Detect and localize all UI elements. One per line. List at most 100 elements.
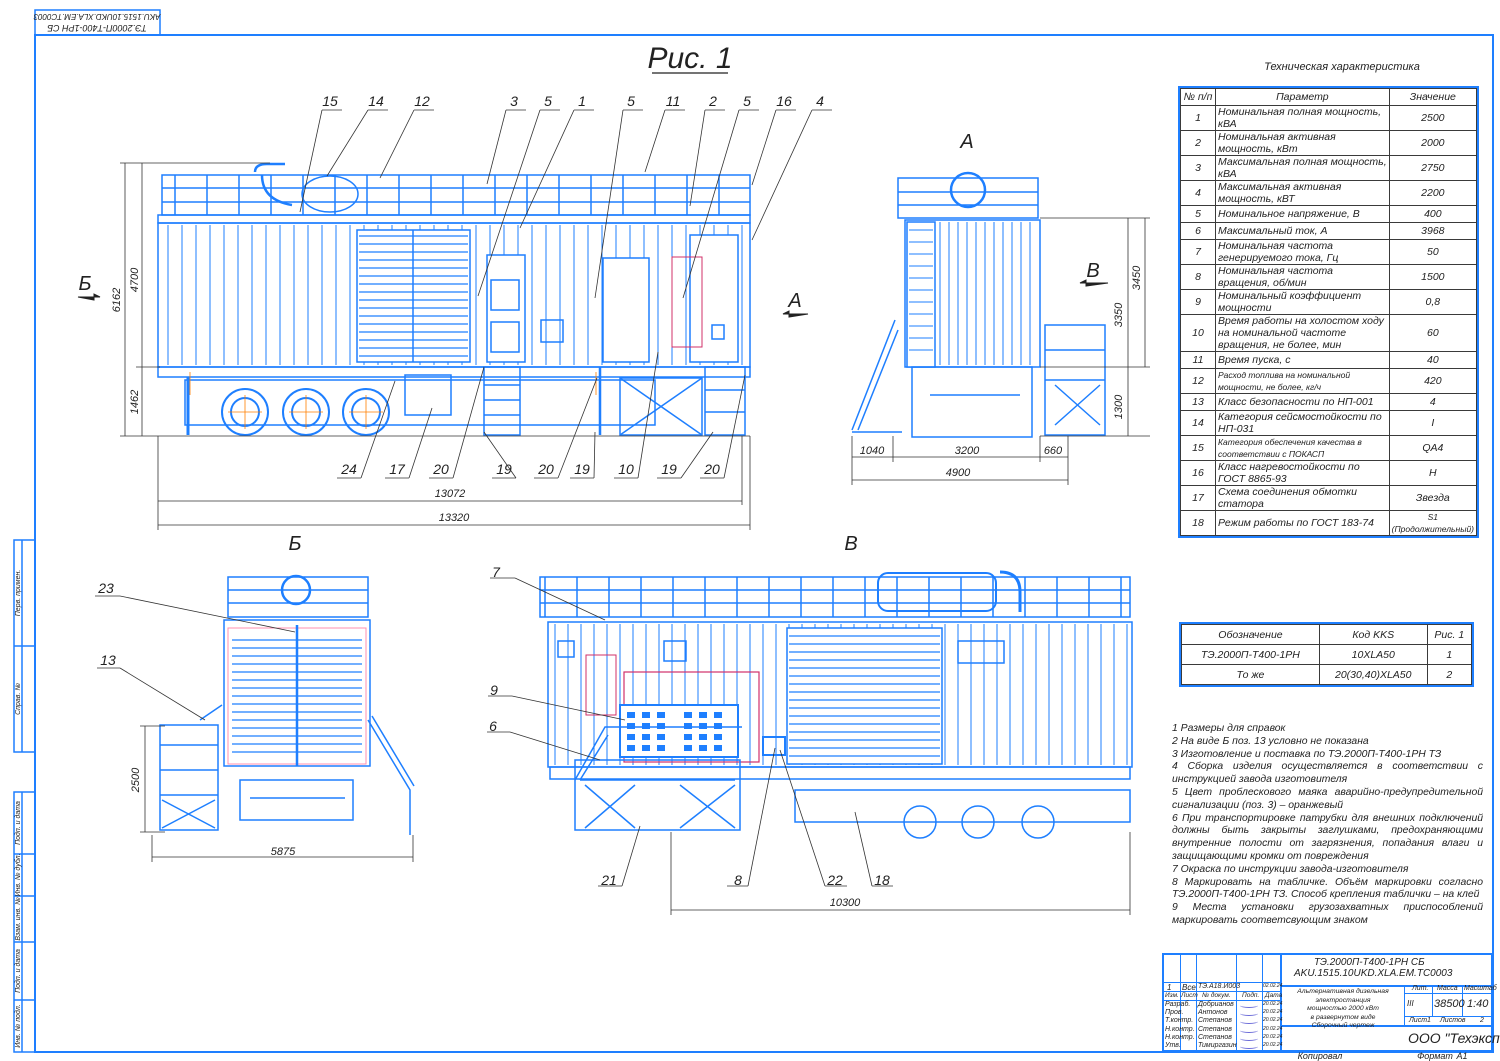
kks-header-code: Код KKS — [1318, 624, 1428, 645]
tech-cell-param: Класс нагревостойкости по ГОСТ 8865-93 — [1215, 460, 1390, 486]
tech-cell-param: Время пуска, с — [1215, 351, 1390, 369]
tech-cell-n: 5 — [1180, 205, 1216, 223]
dim-10300: 10300 — [830, 897, 861, 909]
tech-cell-n: 17 — [1180, 485, 1216, 511]
view-b-label: Б — [288, 533, 301, 555]
callout-22: 22 — [826, 872, 843, 888]
dim-1300: 1300 — [1113, 394, 1125, 419]
tech-cell-n: 18 — [1180, 510, 1216, 536]
sheet-value: 1 — [1427, 1017, 1431, 1024]
copied-label: Копировал — [1298, 1051, 1343, 1061]
view-a-label: А — [959, 131, 973, 153]
signer-role: Н.контр. — [1165, 1033, 1195, 1041]
tech-cell-value: 0,8 — [1388, 289, 1478, 315]
signer-name: Добрианов — [1198, 1001, 1234, 1008]
side-strip-label: Подп. и дата — [14, 949, 22, 993]
view-b — [159, 574, 415, 835]
signer-date: 20.02.24 — [1263, 1001, 1283, 1007]
signer-date: 20.02.24 — [1263, 1025, 1283, 1032]
callout-17: 17 — [389, 461, 406, 477]
callout-20: 20 — [432, 461, 449, 477]
title-block: ТЭ.2000П-Т400-1РН СБ AKU.1515.10UKD.XLA.… — [1162, 953, 1500, 1052]
dim-3350: 3350 — [1113, 302, 1125, 327]
callout-5: 5 — [544, 93, 552, 109]
mass-label: Масса — [1437, 985, 1458, 992]
signer-date: 20.02.24 — [1263, 1033, 1283, 1040]
kks-table: Обозначение Код KKS Рис. 1 ТЭ.2000П-Т400… — [1179, 622, 1474, 687]
tech-cell-n: 4 — [1180, 180, 1216, 206]
callout-15: 15 — [322, 93, 338, 109]
callout-24: 24 — [340, 461, 357, 477]
side-strip-label: Перв. примен. — [15, 570, 22, 617]
signer-role: Н.контр. — [1165, 1025, 1195, 1033]
signature-icon — [1240, 1011, 1258, 1017]
tech-cell-n: 12 — [1180, 368, 1216, 394]
lit-label: Лит. — [1412, 985, 1429, 992]
tech-cell-value: QA4 — [1388, 435, 1478, 461]
tech-cell-param: Максимальный ток, А — [1215, 222, 1390, 240]
mass-value: 38500 — [1434, 998, 1465, 1010]
tech-cell-n: 8 — [1180, 264, 1216, 290]
callout-16: 16 — [776, 93, 792, 109]
dim-660: 660 — [1044, 445, 1063, 457]
tech-cell-value: Звезда — [1388, 485, 1478, 511]
side-strip-label: Подп. и дата — [14, 801, 22, 845]
callout-2: 2 — [708, 93, 717, 109]
section-mark-v: В — [1086, 260, 1099, 282]
note-item: 1 Размеры для справок — [1172, 723, 1286, 734]
tech-header-n: № п/п — [1180, 88, 1216, 106]
format-label: Формат — [1417, 1051, 1453, 1061]
signature-icon — [1240, 1044, 1258, 1049]
kks-designation: То же — [1181, 664, 1320, 685]
callout-4: 4 — [816, 93, 824, 109]
tech-cell-param: Категория сейсмостойкости по НП-031 — [1215, 410, 1390, 436]
note-item: 6 При транспортировке патрубки для внешн… — [1172, 812, 1483, 862]
tech-cell-n: 15 — [1180, 435, 1216, 461]
signature-icon — [1240, 1003, 1258, 1008]
col-sign: Подп. — [1242, 992, 1260, 999]
scale-label: Масштаб — [1464, 985, 1497, 992]
product-name-line: мощностью 2000 кВт — [1307, 1005, 1379, 1012]
signer-role: Т.контр. — [1165, 1017, 1194, 1025]
tech-cell-n: 3 — [1180, 155, 1216, 181]
tech-cell-param: Максимальная полная мощность, кВА — [1215, 155, 1390, 181]
callout-1: 1 — [578, 93, 586, 109]
dim-1462: 1462 — [129, 390, 141, 414]
callout-20: 20 — [537, 461, 554, 477]
signer-name: Степанов — [1198, 1017, 1232, 1025]
view-v — [539, 570, 1133, 839]
tech-cell-value: 1500 — [1388, 264, 1478, 290]
tech-cell-value: H — [1388, 460, 1478, 486]
callout-19: 19 — [661, 461, 677, 477]
tech-cell-n: 1 — [1180, 105, 1216, 131]
dim-4700: 4700 — [129, 267, 141, 292]
kks-designation: ТЭ.2000П-Т400-1РН — [1181, 644, 1320, 665]
dim-2500: 2500 — [130, 767, 142, 793]
product-name-line: Альтернативная дизельная электростанция — [1297, 988, 1389, 1004]
signature-icon — [1240, 1019, 1258, 1025]
scale-value: 1:40 — [1467, 998, 1489, 1010]
sheets-value: 2 — [1480, 1017, 1484, 1024]
note-item: 7 Окраска по инструкции завода-изготовит… — [1172, 863, 1409, 875]
doc-code-2: AKU.1515.10UKD.XLA.EM.TC0003 — [1294, 968, 1453, 979]
view-v-dimensions — [487, 577, 1131, 915]
tech-cell-param: Схема соединения обмотки статора — [1215, 485, 1390, 511]
tech-cell-value: 3968 — [1388, 222, 1478, 240]
tech-cell-value: S1 (Продолжительный) — [1388, 510, 1478, 536]
signature-icon — [1240, 1028, 1258, 1033]
tech-cell-n: 7 — [1180, 239, 1216, 265]
tech-cell-param: Номинальная активная мощность, кВт — [1215, 130, 1390, 156]
callout-9: 9 — [490, 682, 498, 698]
callout-5: 5 — [627, 93, 635, 109]
callout-23: 23 — [97, 580, 114, 596]
callout-20: 20 — [703, 461, 720, 477]
dim-6162: 6162 — [111, 288, 123, 312]
note-item: 4 Сборка изделия осуществляется в соотве… — [1172, 761, 1483, 786]
col-izm: Изм. — [1165, 992, 1179, 999]
